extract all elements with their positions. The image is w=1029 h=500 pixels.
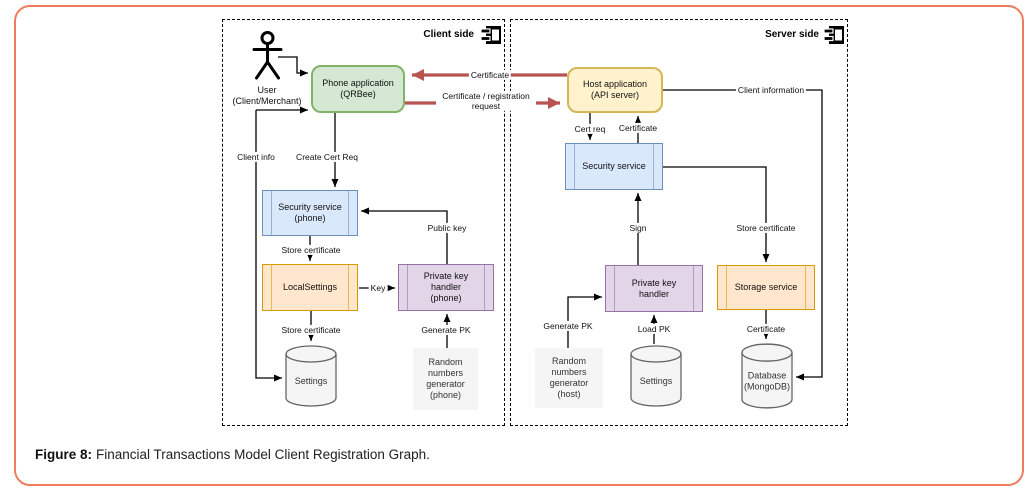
cylinder-shape — [630, 345, 682, 407]
database-label: Database (MongoDB) — [743, 371, 790, 392]
edge-user-to-phone-app — [278, 56, 308, 77]
node-random-numbers-generator-host: Random numbers generator (host) — [535, 348, 603, 408]
edge-label-certificate: Certificate — [468, 69, 512, 81]
figure-frame — [14, 5, 1024, 486]
edge-label-sign: Sign — [627, 222, 649, 234]
edge-label-cert-req: Cert req — [572, 123, 608, 135]
edge-label-certificate: Certificate — [616, 122, 660, 134]
component-icon — [481, 26, 501, 44]
edge-label-generate-pk: Generate PK — [541, 320, 595, 332]
cylinder-shape — [285, 345, 337, 407]
server-side-label: Server side — [765, 29, 819, 40]
edge-label-store-certificate: Store certificate — [279, 324, 343, 336]
edge-public-key — [361, 207, 448, 264]
edge-label-public-key: Public key — [425, 222, 469, 234]
node-phone-application: Phone application (QRBee) — [311, 65, 405, 113]
edge-label-client-info: Client info — [235, 151, 277, 163]
edge-label-store-certificate: Store certificate — [734, 222, 798, 234]
node-database-mongodb: Database (MongoDB) — [741, 342, 793, 410]
cylinder-shape — [741, 343, 793, 409]
node-security-service-server: Security service — [565, 143, 663, 190]
client-side-container: Client side — [222, 19, 505, 426]
edge-label-certificate-registration-request: Certificate / registration request — [436, 90, 536, 112]
component-icon — [824, 26, 844, 44]
node-private-key-handler-server: Private key handler — [605, 265, 703, 312]
server-side-container: Server side — [510, 19, 848, 426]
edge-label-generate-pk: Generate PK — [419, 324, 473, 336]
figure-caption-text: Financial Transactions Model Client Regi… — [96, 447, 430, 462]
client-side-label: Client side — [423, 29, 474, 40]
node-host-application: Host application (API server) — [567, 67, 663, 113]
node-private-key-handler-phone: Private key handler (phone) — [398, 264, 494, 311]
node-security-service-phone: Security service (phone) — [262, 190, 358, 236]
edge-client-info — [255, 110, 282, 382]
edge-label-client-information: Client information — [735, 84, 807, 96]
node-settings-database-client: Settings — [285, 344, 337, 408]
settings-label: Settings — [294, 375, 328, 386]
edge-label-certificate: Certificate — [744, 323, 788, 335]
edge-label-key: Key — [368, 282, 388, 294]
edge-label-load-pk: Load PK — [635, 323, 673, 335]
node-settings-database-server: Settings — [630, 344, 682, 408]
user-label: User (Client/Merchant) — [232, 85, 302, 107]
settings-label: Settings — [639, 375, 673, 386]
node-localsettings: LocalSettings — [262, 264, 358, 311]
figure-caption-number: Figure 8: — [35, 447, 93, 462]
node-random-numbers-generator-phone: Random numbers generator (phone) — [413, 348, 478, 410]
edge-label-create-cert-req: Create Cert Req — [294, 151, 360, 163]
figure-caption: Figure 8:Financial Transactions Model Cl… — [35, 447, 430, 462]
user-actor-icon — [252, 31, 283, 80]
node-storage-service: Storage service — [717, 265, 815, 310]
edge-label-store-certificate: Store certificate — [279, 244, 343, 256]
